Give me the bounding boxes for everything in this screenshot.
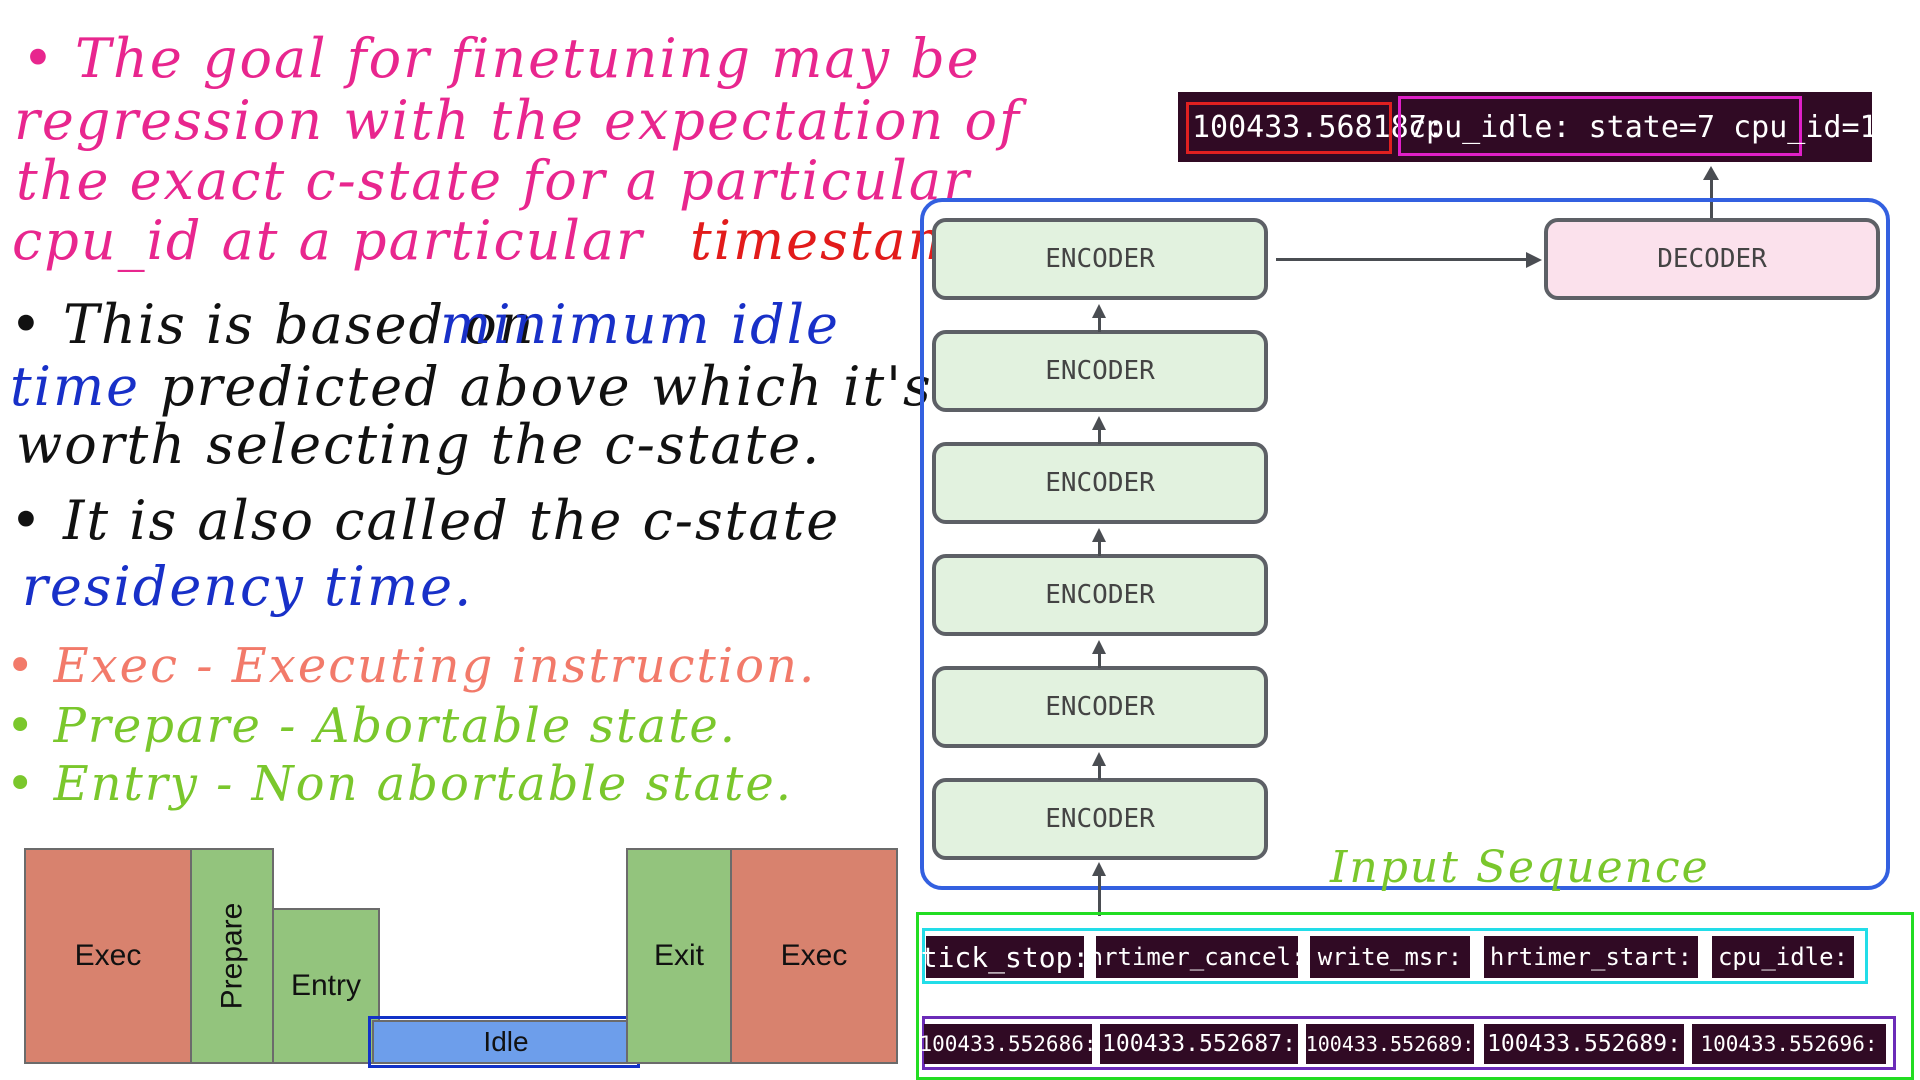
timestamp-3: 100433.552689: <box>1306 1024 1474 1064</box>
enc-arrowhead-2 <box>1092 416 1106 430</box>
also-called: • It is also called the c-state <box>10 489 841 552</box>
timestamp-1: 100433.552686: <box>920 1024 1097 1064</box>
encoder-block-5: ENCODER <box>932 330 1268 412</box>
state-exec-right-label: Exec <box>780 939 848 972</box>
timestamp-row-box <box>922 1016 1896 1070</box>
output-event: cpu_idle: state=7 cpu_id=1 <box>1408 110 1878 145</box>
decoder-block: DECODER <box>1544 218 1880 300</box>
prepare-definition: • Prepare - Abortable state. <box>6 698 738 754</box>
goal-line-1: • The goal for finetuning may be <box>22 27 981 90</box>
encoder-block-6: ENCODER <box>932 218 1268 300</box>
state-exec-left: Exec <box>24 848 192 1064</box>
based-on-line-3: worth selecting the c-state. <box>16 413 822 476</box>
output-timestamp-box <box>1186 102 1392 154</box>
token-write-msr: write_msr: <box>1310 936 1470 978</box>
state-exit-label: Exit <box>653 939 704 972</box>
state-exec-right: Exec <box>730 848 898 1064</box>
token-hrtimer-start: hrtimer_start: <box>1484 936 1698 978</box>
encoder-2-label: ENCODER <box>1045 692 1155 722</box>
state-entry: Entry <box>272 908 380 1064</box>
encoder-3-label: ENCODER <box>1045 580 1155 610</box>
state-prepare-label: Prepare <box>215 902 249 1010</box>
output-event-box <box>1398 96 1802 156</box>
encoder-6-label: ENCODER <box>1045 244 1155 274</box>
enc-arrowhead-4 <box>1092 640 1106 654</box>
enc-arrowhead-5 <box>1092 752 1106 766</box>
enc-arrow-1 <box>1098 318 1101 332</box>
entry-definition: • Entry - Non abortable state. <box>6 756 794 812</box>
input-sequence-outer-box <box>916 912 1914 1080</box>
goal-line-4: cpu_id at a particular <box>12 209 644 272</box>
enc-arrow-3 <box>1098 542 1101 556</box>
encoder-5-label: ENCODER <box>1045 356 1155 386</box>
state-exec-left-label: Exec <box>74 939 142 972</box>
exec-definition: • Exec - Executing instruction. <box>6 638 817 694</box>
state-entry-label: Entry <box>290 969 362 1002</box>
input-arrowhead <box>1092 862 1106 876</box>
encoder-block-1: ENCODER <box>932 778 1268 860</box>
token-row-box <box>922 928 1868 984</box>
idle-highlight-box <box>368 1016 640 1068</box>
encoder-1-label: ENCODER <box>1045 804 1155 834</box>
state-exit: Exit <box>626 848 732 1064</box>
enc-to-dec-arrow <box>1276 258 1526 261</box>
input-arrow <box>1098 876 1101 916</box>
residency-time: residency time. <box>22 555 474 618</box>
state-idle-label: Idle <box>483 1026 529 1057</box>
encoder-4-label: ENCODER <box>1045 468 1155 498</box>
enc-arrowhead-3 <box>1092 528 1106 542</box>
state-idle: Idle <box>372 1020 640 1064</box>
min-idle-1: minimum idle <box>440 293 840 356</box>
timestamp-2: 100433.552687: <box>1100 1024 1298 1064</box>
model-frame <box>920 198 1890 890</box>
min-idle-2: time <box>10 355 141 418</box>
encoder-block-3: ENCODER <box>932 554 1268 636</box>
encoder-block-4: ENCODER <box>932 442 1268 524</box>
decoder-to-output-arrowhead <box>1703 166 1719 180</box>
goal-line-2: regression with the expectation of <box>14 89 1021 152</box>
encoder-block-2: ENCODER <box>932 666 1268 748</box>
timestamp-5: 100433.552696: <box>1692 1024 1886 1064</box>
enc-arrow-5 <box>1098 766 1101 780</box>
goal-line-3: the exact c-state for a particular <box>16 149 971 212</box>
decoder-label: DECODER <box>1657 244 1767 274</box>
enc-arrowhead-1 <box>1092 304 1106 318</box>
enc-arrow-4 <box>1098 654 1101 668</box>
token-cpu-idle: cpu_idle: <box>1712 936 1854 978</box>
based-on-rest: predicted above which it's <box>160 355 933 418</box>
input-sequence-label: Input Sequence <box>1330 842 1710 893</box>
enc-arrow-2 <box>1098 430 1101 444</box>
state-prepare: Prepare <box>190 848 274 1064</box>
based-on-prefix: • This is based on <box>10 293 536 356</box>
enc-to-dec-arrowhead <box>1526 252 1542 268</box>
timestamp-4: 100433.552689: <box>1484 1024 1684 1064</box>
token-hrtimer-cancel: hrtimer_cancel: <box>1089 936 1305 978</box>
output-timestamp: 100433.568187: <box>1192 110 1445 145</box>
token-tick-stop: tick_stop: <box>921 936 1089 978</box>
